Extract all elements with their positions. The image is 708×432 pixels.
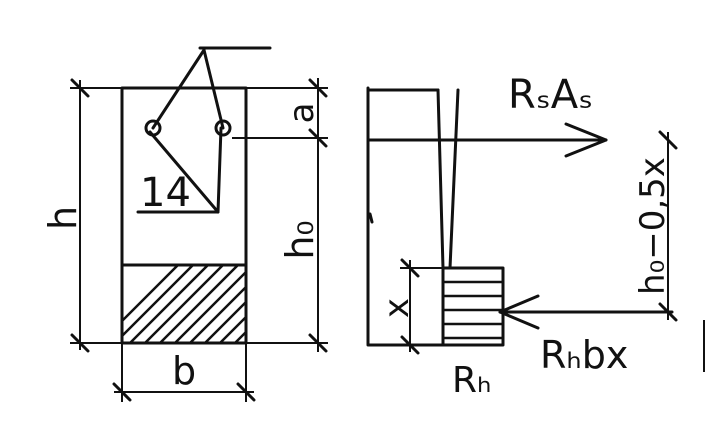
strain-line xyxy=(448,88,460,270)
neutral-axis-line xyxy=(436,88,445,270)
tick-mark xyxy=(368,212,374,224)
cross-section: 14 h h₀ a b xyxy=(41,46,328,402)
compression-force-arrow xyxy=(498,294,674,330)
label-tension-force: RₛAₛ xyxy=(508,72,593,118)
label-h: h xyxy=(41,206,85,230)
callout-leader-right xyxy=(202,48,225,130)
dim-lever-arm xyxy=(658,130,678,322)
label-concrete-strength: Rₕ xyxy=(452,360,492,401)
label-compression-force: Rₕbx xyxy=(540,333,628,377)
concrete-stress-block xyxy=(441,266,505,347)
callout-leader-left xyxy=(151,48,206,130)
label-x: x xyxy=(377,298,417,318)
dim-b xyxy=(112,343,256,402)
rebar-right xyxy=(214,119,232,137)
section-reference-line xyxy=(366,86,445,347)
stress-diagram: x RₛAₛ Rₕbx Rₕ h₀−0,5x xyxy=(366,72,705,401)
tension-force-arrow xyxy=(366,122,608,158)
label-lever-arm: h₀−0,5x xyxy=(633,157,673,295)
beam-section-outline xyxy=(120,86,248,345)
label-h0: h₀ xyxy=(278,220,322,259)
label-a: a xyxy=(282,103,322,124)
dim-h0 xyxy=(232,78,328,353)
dim-x xyxy=(400,258,443,355)
label-b: b xyxy=(172,349,196,393)
bar-callout-label: 14 xyxy=(140,170,191,216)
dim-h xyxy=(70,78,122,353)
compressed-zone-hatch xyxy=(120,263,248,343)
